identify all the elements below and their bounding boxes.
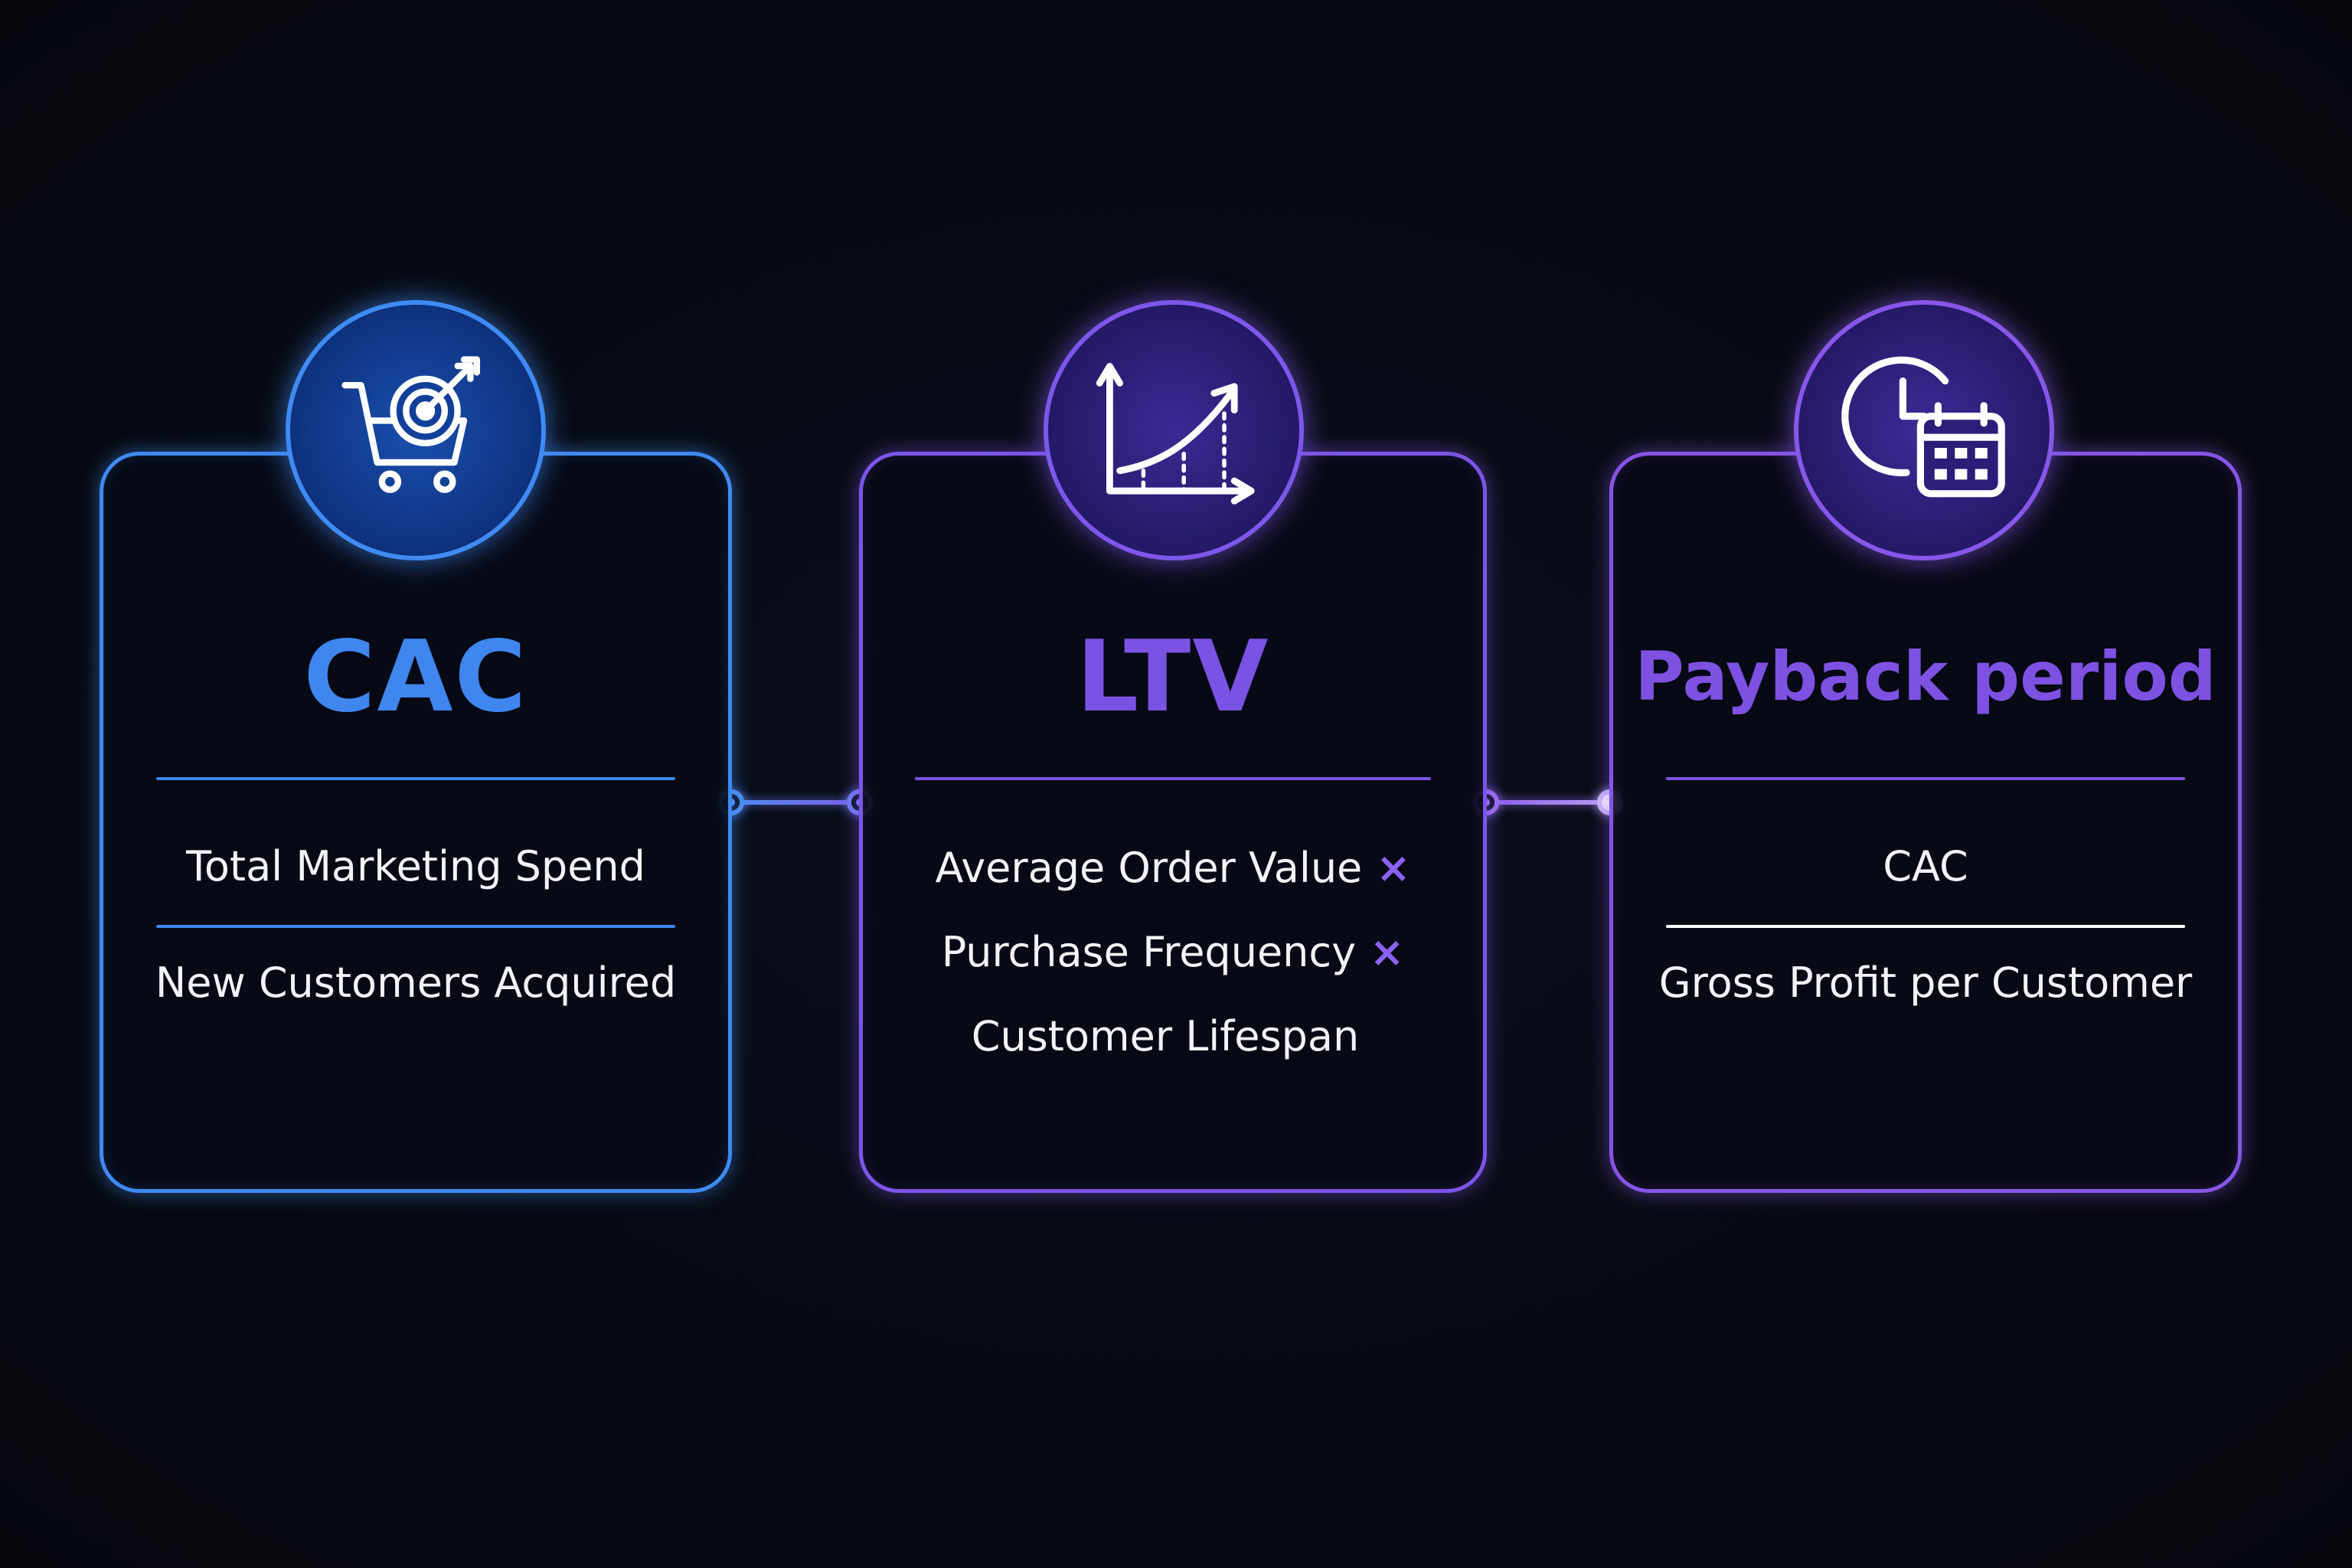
payback-denominator: Gross Profit per Customer (1658, 959, 2193, 1007)
cac-card (100, 452, 732, 1193)
cac-fraction-bar (156, 925, 675, 928)
ltv-title: LTV (1076, 620, 1270, 734)
ltv-factor-1: Average Order Value × (859, 844, 1487, 892)
cart-target-icon (286, 300, 546, 560)
connector-ltv-payback (1486, 800, 1610, 805)
ltv-factor-2: Purchase Frequency × (859, 928, 1487, 976)
ltv-multiply-1: × (1376, 844, 1411, 892)
ltv-title-divider (915, 777, 1431, 780)
ltv-factor-2-label: Purchase Frequency (941, 928, 1357, 976)
cac-denominator: New Customers Acquired (155, 959, 677, 1007)
ltv-multiply-2: × (1370, 928, 1405, 976)
payback-numerator: CAC (1883, 842, 1968, 890)
ltv-card (859, 452, 1487, 1193)
payback-title-divider (1666, 777, 2185, 780)
growth-chart-icon (1044, 300, 1304, 560)
cac-title-divider (156, 777, 675, 780)
payback-fraction-bar (1666, 925, 2185, 928)
cac-title: CAC (303, 620, 528, 734)
payback-title: Payback period (1635, 637, 2216, 716)
clock-calendar-icon (1794, 300, 2054, 560)
ltv-factor-1-label: Average Order Value (935, 844, 1363, 892)
payback-card (1609, 452, 2242, 1193)
connector-cac-ltv (731, 800, 860, 805)
ltv-factor-3: Customer Lifespan (971, 1012, 1360, 1060)
cac-numerator: Total Marketing Spend (186, 842, 645, 890)
